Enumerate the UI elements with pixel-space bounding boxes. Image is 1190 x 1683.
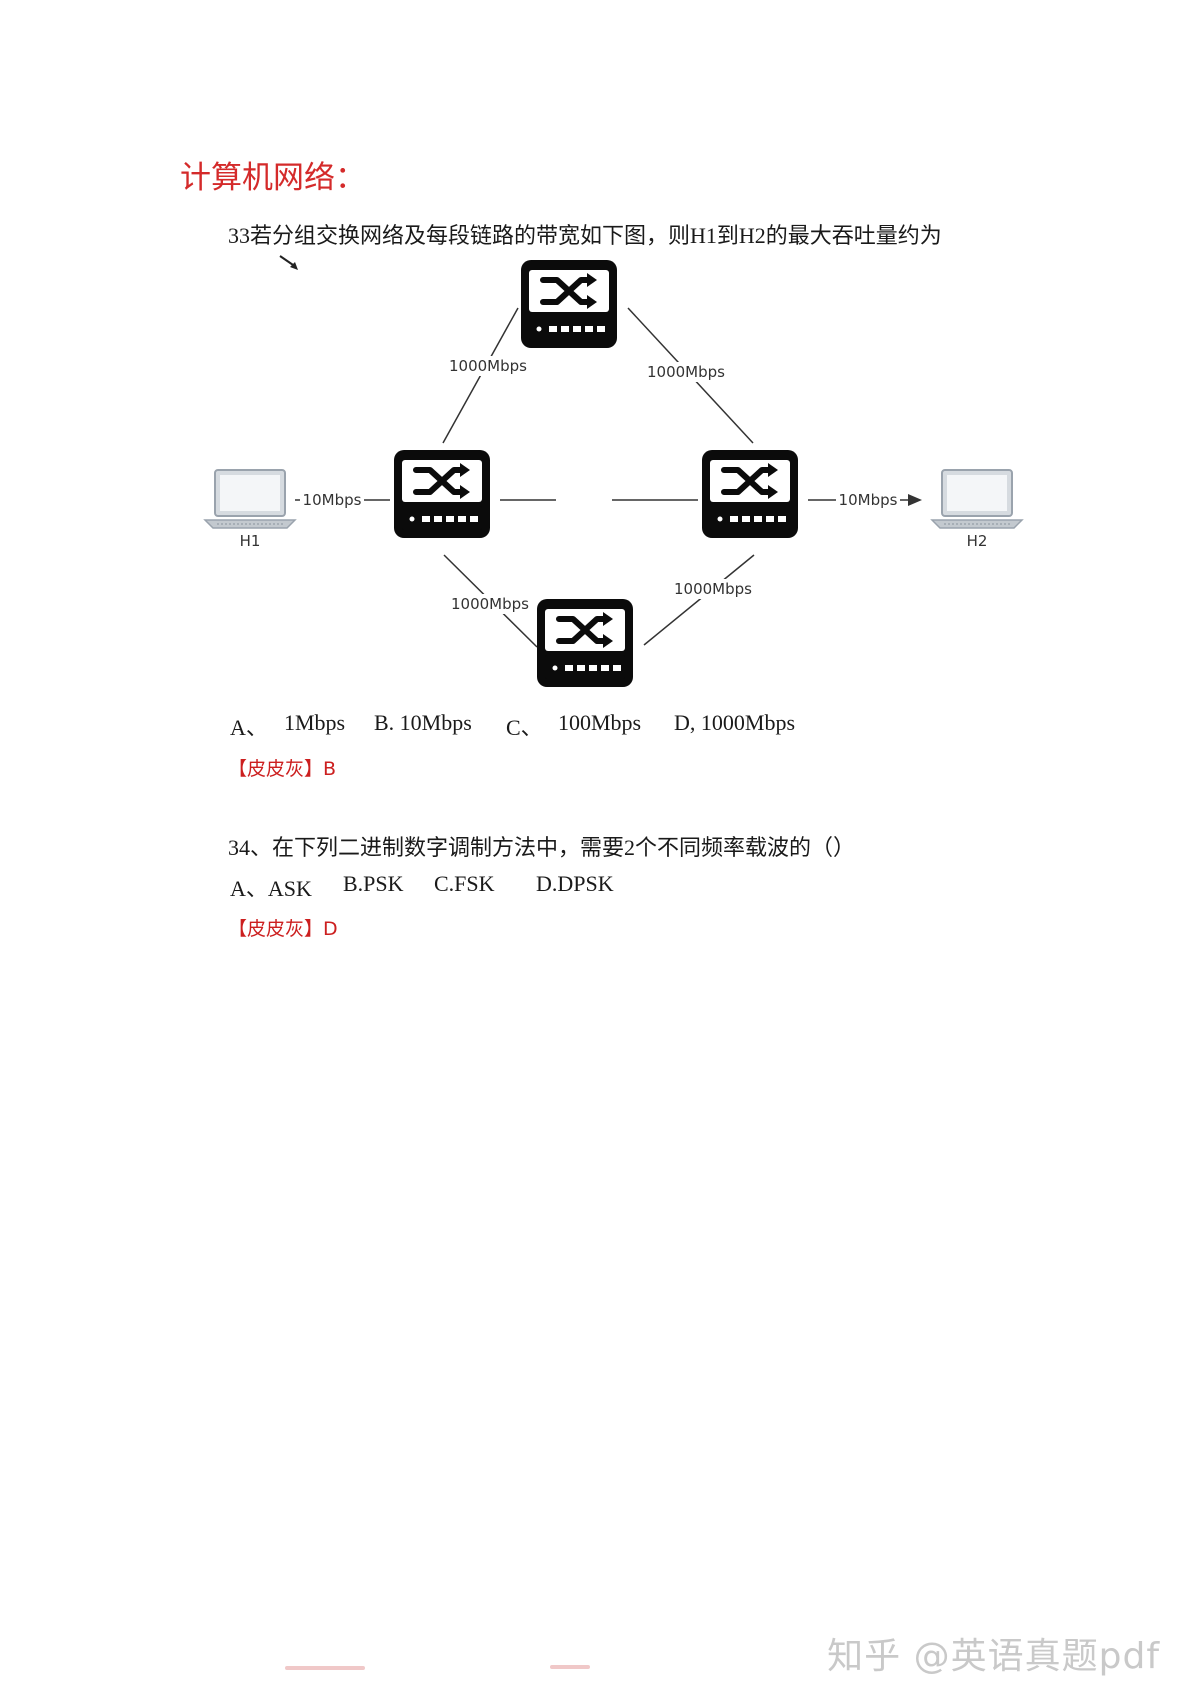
q33-answer: 【皮皮灰】B bbox=[228, 754, 336, 781]
q33-option-a-value: 1Mbps bbox=[284, 710, 346, 735]
q33-option-b: B. 10Mbps bbox=[374, 710, 472, 735]
q33-option-a-label: A、 bbox=[230, 715, 268, 740]
link-label-h1: 10Mbps bbox=[303, 491, 362, 509]
q34-answer: 【皮皮灰】D bbox=[228, 914, 338, 941]
question-34-text: 34、在下列二进制数字调制方法中，需要2个不同频率载波的（） bbox=[228, 835, 856, 860]
watermark: 知乎 @英语真题pdf bbox=[827, 1636, 1160, 1677]
section-title: 计算机网络： bbox=[180, 160, 366, 196]
network-switch-icon bbox=[702, 450, 798, 538]
scan-artifact bbox=[550, 1665, 590, 1669]
q34-option-c: C.FSK bbox=[434, 871, 495, 896]
answer-value: B bbox=[323, 758, 337, 780]
link-label-top-right: 1000Mbps bbox=[647, 363, 725, 381]
answer-value: D bbox=[323, 918, 338, 940]
link-label-left-bottom: 1000Mbps bbox=[451, 595, 529, 613]
host-label-h2: H2 bbox=[967, 532, 988, 550]
laptop-icon bbox=[204, 469, 296, 529]
link-label-bottom-right: 1000Mbps bbox=[674, 580, 752, 598]
network-switch-icon bbox=[537, 599, 633, 687]
q33-option-c-label: C、 bbox=[506, 715, 543, 740]
network-diagram: 1000Mbps 1000Mbps 1000Mbps 1000Mbps 10Mb… bbox=[204, 0, 1023, 720]
link-bottom-right bbox=[643, 554, 755, 646]
link-label-h2: 10Mbps bbox=[839, 491, 898, 509]
arrow-icon bbox=[279, 255, 298, 270]
network-switch-icon bbox=[394, 450, 490, 538]
q34-option-d: D.DPSK bbox=[536, 871, 614, 896]
arrow-icon bbox=[908, 494, 922, 506]
laptop-icon bbox=[931, 469, 1023, 529]
host-label-h1: H1 bbox=[240, 532, 261, 550]
answer-tag: 【皮皮灰】 bbox=[228, 758, 324, 780]
q33-option-c-value: 100Mbps bbox=[558, 710, 642, 735]
link-label-left-top: 1000Mbps bbox=[449, 357, 527, 375]
network-switch-icon bbox=[521, 260, 617, 348]
scan-artifact bbox=[285, 1666, 365, 1670]
answer-tag: 【皮皮灰】 bbox=[228, 918, 324, 940]
question-33-text: 33若分组交换网络及每段链路的带宽如下图，则H1到H2的最大吞吐量约为 bbox=[228, 223, 942, 248]
q34-option-b: B.PSK bbox=[343, 871, 404, 896]
q34-option-a: A、ASK bbox=[230, 876, 312, 901]
q33-option-d: D, 1000Mbps bbox=[674, 710, 796, 735]
